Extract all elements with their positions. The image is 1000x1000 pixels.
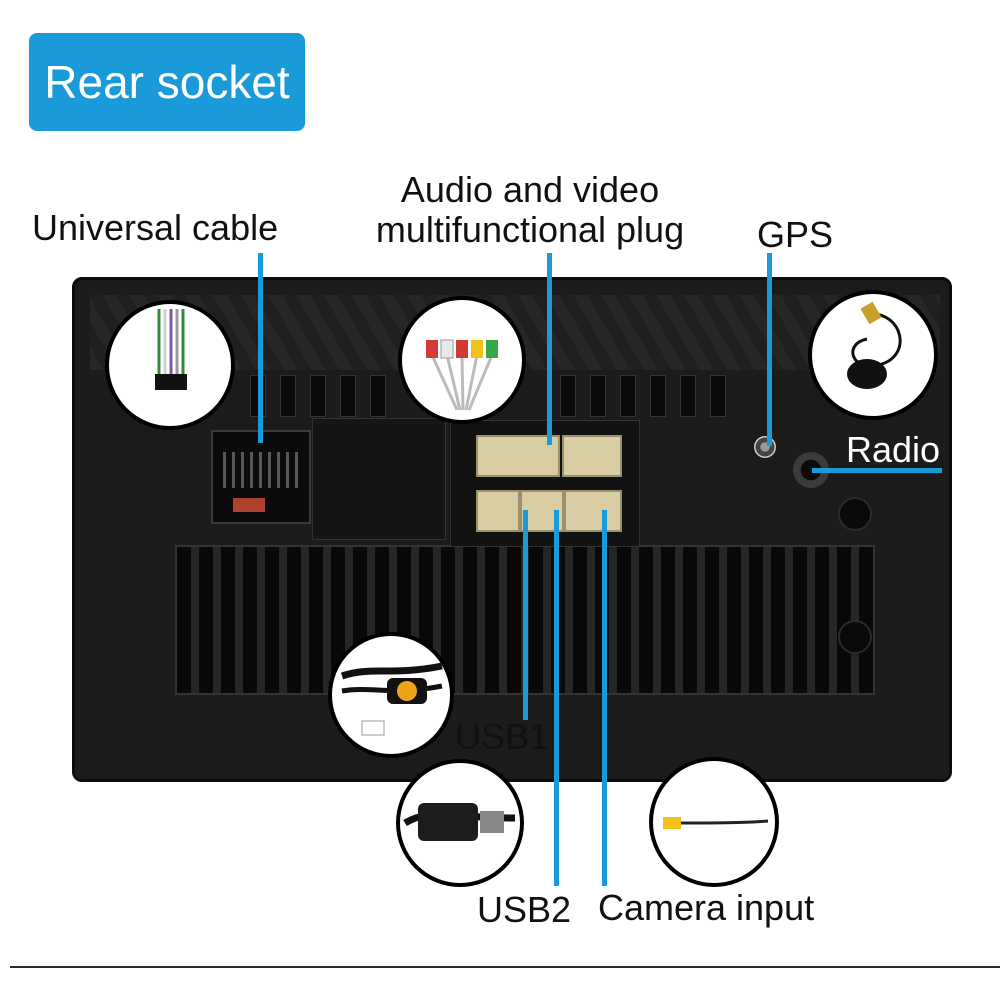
usb1-bubble	[328, 632, 454, 758]
top-vent	[340, 375, 356, 417]
leader-usb2	[554, 510, 559, 886]
fuse	[233, 498, 265, 512]
av-plug-top-left	[476, 435, 560, 477]
usb1-cable-icon	[340, 662, 443, 736]
usb2-bubble	[396, 759, 524, 887]
top-vent	[680, 375, 696, 417]
leader-usb1	[523, 510, 528, 720]
top-vent	[560, 375, 576, 417]
universal-cable-harness-icon	[155, 309, 187, 390]
label-camera-input: Camera input	[598, 887, 815, 928]
leader-gps	[767, 253, 772, 446]
rca-cables-icon	[426, 339, 498, 411]
universal-cable-bubble	[105, 300, 235, 430]
camera-plug	[564, 490, 622, 532]
rca-cables-bubble	[398, 296, 526, 424]
label-usb1: USB1	[455, 716, 550, 757]
usb2-cable-icon	[403, 803, 516, 841]
top-vent	[280, 375, 296, 417]
label-av-plug-line1: Audio and video	[400, 169, 660, 210]
gps-antenna-icon	[847, 301, 902, 389]
label-universal-cable: Universal cable	[32, 207, 279, 248]
camera-input-bubble	[649, 757, 779, 887]
page-title: Rear socket	[44, 56, 290, 108]
mount-hole	[838, 497, 872, 531]
top-vent	[590, 375, 606, 417]
camera-rca-cable-icon	[663, 817, 769, 829]
bottom-divider	[10, 966, 1000, 968]
leader-radio	[812, 468, 942, 473]
top-vent	[620, 375, 636, 417]
label-av-plug-line2: multifunctional plug	[375, 209, 685, 250]
gps-port	[754, 436, 776, 458]
label-gps: GPS	[757, 214, 834, 255]
leader-camera	[602, 510, 607, 886]
connector-pins	[223, 452, 299, 488]
leader-av	[547, 253, 552, 445]
top-vent	[310, 375, 326, 417]
leader-universal	[258, 253, 263, 443]
top-vent	[710, 375, 726, 417]
title-badge: Rear socket	[29, 33, 305, 131]
usb1-plug	[476, 490, 520, 532]
blank-plate	[312, 418, 446, 540]
gps-antenna-bubble	[808, 290, 938, 420]
label-usb2: USB2	[477, 889, 572, 930]
mount-hole	[838, 620, 872, 654]
av-plug-top-right	[562, 435, 622, 477]
top-vent	[370, 375, 386, 417]
label-radio: Radio	[846, 429, 941, 470]
top-vent	[650, 375, 666, 417]
